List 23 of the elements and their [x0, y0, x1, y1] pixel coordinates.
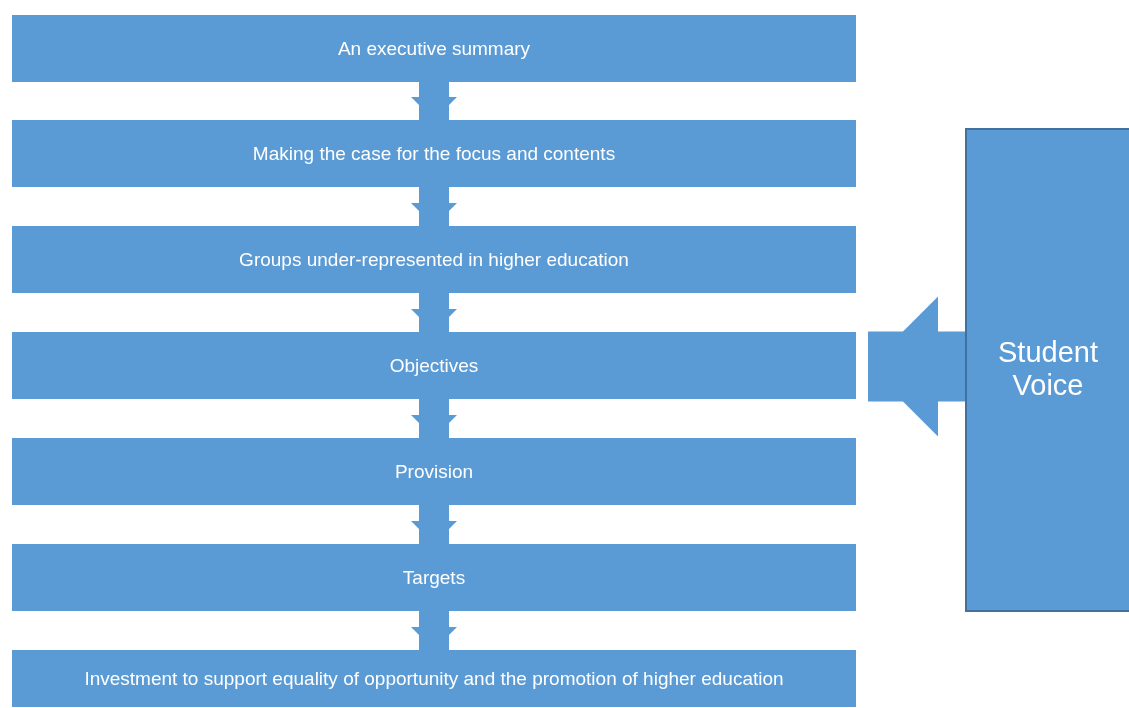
down-arrow [411, 505, 457, 544]
down-arrow [411, 187, 457, 226]
down-arrow [411, 399, 457, 438]
process-box [12, 226, 856, 293]
box-label: Groups under-represented in higher education [239, 248, 629, 271]
process-box [12, 438, 856, 505]
down-arrow [411, 293, 457, 332]
box-label: Provision [394, 460, 474, 483]
box-label: Investment to support equality of opportunity and the promotion of higher education [84, 667, 784, 690]
process-box [12, 15, 856, 82]
down-arrow [411, 611, 457, 650]
callout-label: Student Voice [997, 336, 1099, 402]
block-arrow [868, 296, 966, 437]
process-box [12, 120, 856, 187]
down-arrow [411, 82, 457, 120]
callout-box [965, 128, 1129, 612]
box-label: Targets [402, 566, 466, 589]
box-label: Objectives [389, 354, 479, 377]
process-box [12, 544, 856, 611]
process-box [12, 650, 856, 707]
box-label: Making the case for the focus and contents [252, 142, 616, 165]
process-box [12, 332, 856, 399]
box-label: An executive summary [337, 37, 531, 60]
